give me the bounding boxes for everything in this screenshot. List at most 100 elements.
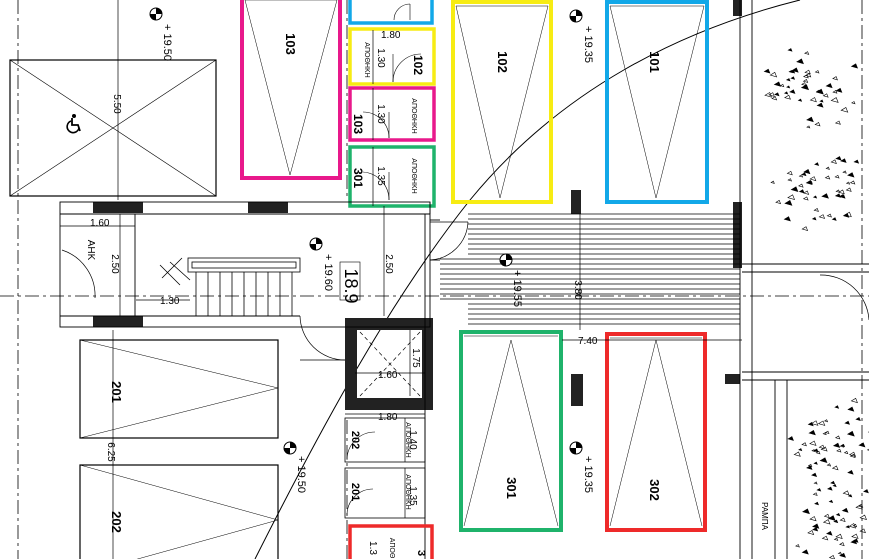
leaf-mark [855,504,863,510]
leaf-mark [834,193,841,198]
elevation-marker-4 [499,253,513,267]
leaf-mark [826,213,832,218]
leaf-mark [789,89,796,94]
leaf-mark [850,397,858,404]
elevation-marker-6 [569,441,583,455]
leaf-mark [848,523,857,529]
storage-3-number: 3 [415,550,427,556]
leaf-mark [835,189,841,193]
dim-5-50: 5.50 [111,94,122,114]
leaf-mark [806,116,814,123]
leaf-mark [832,442,841,448]
leaf-mark [774,92,780,97]
leaf-mark [833,519,839,524]
parking-space-202: 202 [79,464,279,559]
leaf-mark [840,107,849,113]
parking-space-301: 301 [459,330,563,532]
leaf-mark [783,91,789,95]
dim-6-25: 6.25 [105,442,116,462]
leaf-mark [795,544,800,548]
storage-201: 201 ΑΠΟΘΗΚΗ [344,467,426,519]
leaf-mark [847,406,855,412]
leaf-mark [838,194,845,199]
leaf-mark [785,78,791,82]
leaf-mark [801,172,807,177]
leaf-mark [816,102,824,108]
leaf-mark [793,451,801,457]
dim-1-80-top: 1.80 [381,30,401,41]
leaf-mark [835,87,843,93]
leaf-mark [820,446,828,452]
leaf-mark [813,448,819,453]
leaf-mark [807,530,815,535]
leaf-mark [835,533,843,539]
leaf-mark [839,517,846,522]
leaf-mark [798,448,803,452]
storage-3-label: ΑΠΟΘ [388,538,395,559]
leaf-mark [843,450,849,455]
leaf-mark [809,176,817,182]
leaf-mark [851,533,859,539]
accessible-parking-space [9,59,217,197]
parking-space-302-label: 302 [647,479,662,501]
dim-1-60-ahk: 1.60 [90,218,110,229]
leaf-mark [809,440,817,446]
leaf-mark [811,523,820,529]
leaf-mark [840,158,847,163]
leaf-mark [851,101,856,105]
leaf-mark [787,178,792,182]
elevation-marker-3 [309,237,323,251]
leaf-mark [796,58,804,65]
leaf-mark [842,490,850,496]
leaf-mark [828,555,835,559]
leaf-mark [830,480,836,485]
leaf-mark [827,486,833,491]
wheelchair-icon [66,114,81,134]
dim-1-40: 1.40 [407,430,418,450]
leaf-mark [827,515,836,521]
elevation-text-4: + 19.55 [511,270,523,307]
parking-space-302: 302 [605,332,707,532]
leaf-mark [800,84,809,91]
leaf-mark [801,82,807,86]
leaf-mark [825,83,833,89]
leaf-mark [819,99,824,103]
storage-201-number: 201 [349,483,361,501]
elevation-markers: + 19.50 + 19.35 + 19.60 + 19.55 + 19.50 … [149,7,594,493]
leaf-mark [791,67,799,73]
storage-202-label: ΑΠΟΘΗΚΗ [404,422,411,457]
leaf-mark [804,69,811,75]
leaf-mark [822,519,831,525]
parking-space-202-label: 202 [109,511,124,533]
leaf-mark [803,169,811,175]
leaf-mark [798,174,804,178]
leaf-mark [801,226,809,231]
storage-201-label: ΑΠΟΘΗΚΗ [404,474,411,509]
leaf-mark [826,530,833,536]
leaf-mark [790,76,796,80]
leaf-mark [802,79,809,83]
leaf-mark [847,172,855,178]
ramp-label: ΡΑΜΠΑ [760,502,769,531]
leaf-mark [801,549,809,555]
storage-301: 301 ΑΠΟΘΗΚΗ [348,145,436,208]
leaf-mark [832,76,838,81]
leaf-mark [837,551,842,555]
leaf-mark [810,420,819,426]
dim-2-50-ahk: 2.50 [109,254,120,274]
leaf-mark [814,70,820,74]
leaf-mark [845,187,852,192]
leaf-mark [811,217,817,221]
parking-space-201-label: 201 [109,381,124,403]
leaf-mark [783,216,791,222]
leaf-mark [844,420,851,425]
leaf-mark [787,194,796,200]
leaf-mark [822,432,827,436]
leaf-mark [849,180,856,185]
elevation-marker-5 [283,441,297,455]
leaf-mark [824,430,830,434]
leaf-mark [823,513,830,519]
elevation-text-5: + 19.50 [295,456,307,493]
parking-space-102-label: 102 [495,51,510,73]
leaf-mark [812,195,818,199]
